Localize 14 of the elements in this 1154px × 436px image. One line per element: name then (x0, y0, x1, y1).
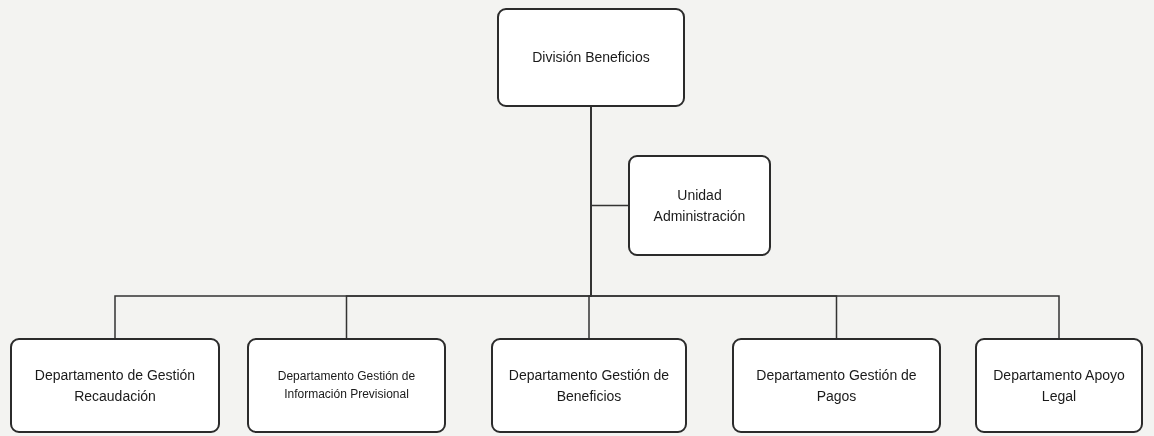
org-unit-box (10, 338, 220, 433)
unit-name: Departamento Apoyo Legal (992, 366, 1126, 406)
unit-name: Unidad Administración (652, 186, 747, 226)
unit-name: Departamento de Gestión Recaudación (33, 366, 197, 406)
unit-name: División Beneficios (532, 48, 650, 68)
unit-name: Departamento Gestión de Información Previsional (276, 368, 417, 403)
org-unit-box (497, 8, 685, 107)
org-unit-box (975, 338, 1143, 433)
org-unit-box (628, 155, 771, 256)
org-unit-box (247, 338, 446, 433)
unit-name: Departamento Gestión de Pagos (755, 366, 918, 406)
unit-name: Departamento Gestión de Beneficios (507, 366, 671, 406)
org-unit-box (732, 338, 941, 433)
org-unit-box (491, 338, 687, 433)
